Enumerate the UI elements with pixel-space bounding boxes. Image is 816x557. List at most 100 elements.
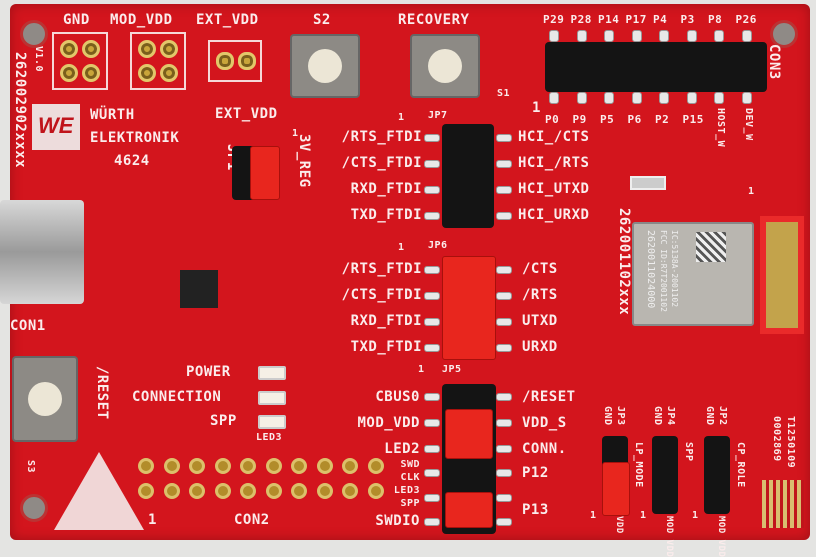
jp7-left-label: /CTS_FTDI	[341, 155, 422, 171]
con3-header[interactable]	[545, 42, 767, 92]
header-pin	[424, 469, 440, 477]
jp6-label: JP6	[428, 240, 448, 251]
header-pin	[496, 445, 512, 453]
esd-warning-icon	[54, 452, 144, 530]
s2-button[interactable]	[290, 34, 360, 98]
spp-led	[258, 415, 286, 429]
usb-c-connector[interactable]	[0, 200, 84, 304]
jp4-header[interactable]	[652, 436, 678, 514]
con3-bottom-label: P6	[627, 113, 642, 126]
mod-vdd-header[interactable]	[130, 32, 186, 90]
jp5-jumper[interactable]	[445, 409, 493, 459]
jp5-left-label: MOD_VDD	[357, 415, 420, 431]
mounting-hole	[20, 20, 48, 48]
con3-bottom-label: P15	[682, 113, 704, 126]
con2-pin	[291, 458, 307, 474]
spp-led-label: SPP	[210, 413, 237, 429]
jp6-right-label: URXD	[522, 339, 558, 355]
pin1-marker: 1	[640, 510, 647, 521]
con2-pin	[163, 458, 180, 474]
jp6-jumpers[interactable]	[442, 256, 496, 360]
jp5-jumper[interactable]	[445, 492, 493, 528]
header-pin	[741, 30, 752, 42]
jp6-right-label: UTXD	[522, 313, 558, 329]
con3-bottom-label: P5	[600, 113, 615, 126]
jp5-right-label: CONN.	[522, 441, 567, 457]
header-pin	[604, 30, 614, 42]
jp5-label: JP5	[442, 364, 462, 375]
connection-led	[258, 391, 286, 405]
s2-label: S2	[313, 12, 331, 28]
header-pin	[496, 266, 512, 274]
con3-top-label: P17	[625, 13, 647, 26]
header-pin	[496, 419, 512, 427]
led3-label: LED3	[256, 432, 283, 443]
header-pin	[424, 292, 440, 300]
jp6-left-label: /CTS_FTDI	[341, 287, 422, 303]
serial-line1: T1250109	[785, 416, 796, 469]
recovery-label: RECOVERY	[398, 12, 470, 28]
con2-pin	[138, 483, 154, 499]
header-pin	[424, 318, 440, 326]
jp3-jumper[interactable]	[602, 462, 630, 516]
header-pin	[549, 92, 559, 104]
jp4-vdd-label: MOD VDD	[664, 516, 674, 557]
con3-bottom-label: P0	[545, 113, 560, 126]
jp1-title: EXT_VDD	[215, 106, 278, 122]
recovery-button[interactable]	[410, 34, 480, 98]
con2-label: CON2	[234, 512, 270, 528]
con3-label: CON3	[766, 44, 782, 80]
header-pin	[424, 134, 440, 142]
header-pin	[686, 92, 697, 104]
s3-label: S3	[25, 460, 36, 474]
header-pin	[496, 160, 512, 168]
con2-pin	[214, 458, 231, 474]
header-pin	[496, 494, 512, 502]
con3-bottom-label: P9	[572, 113, 587, 126]
jp5-right-label: P12	[522, 465, 549, 481]
con2-pin	[138, 458, 154, 474]
header-pin	[424, 494, 440, 502]
con3-bottom-label: DEV_W	[742, 108, 754, 141]
brand-code: 4624	[114, 153, 150, 169]
reset-button[interactable]	[12, 356, 78, 442]
con2-pin	[189, 458, 205, 474]
jp7-right-label: HCI_UTXD	[518, 181, 590, 197]
pin1-marker: 1	[148, 512, 157, 528]
serial-line2: 0002869	[771, 416, 782, 462]
header-pin	[424, 186, 440, 194]
jp1-side-label: 3V_REG	[296, 134, 312, 188]
jp4-side-label: SPP	[683, 442, 694, 462]
header-pin	[424, 419, 440, 427]
con2-pin	[316, 483, 333, 499]
mounting-hole	[770, 20, 798, 48]
con2-pin	[189, 483, 205, 499]
con2-pin	[342, 483, 358, 499]
pcb-board: GND MOD_VDD EXT_VDD S2 RECOVERY S1 V1.0 …	[0, 4, 810, 557]
power-led	[258, 366, 286, 380]
jp1-jumper[interactable]	[250, 146, 280, 200]
gnd-header[interactable]	[52, 32, 108, 90]
jp6-right-label: /RTS	[522, 287, 558, 303]
mod-vdd-label: MOD_VDD	[110, 12, 173, 28]
header-pin	[424, 344, 440, 352]
ext-vdd-header[interactable]	[208, 40, 262, 82]
header-pin	[631, 92, 642, 104]
version-label: V1.0	[33, 46, 44, 73]
jp7-header[interactable]	[442, 124, 494, 228]
jp7-right-label: HCI_URXD	[518, 207, 590, 223]
reset-label: /RESET	[94, 366, 110, 420]
jp7-label: JP7	[428, 110, 448, 121]
con3-top-label: P29	[543, 13, 565, 26]
bluetooth-module: 2620011024000 FCC ID:R7T2001102 IC:5138A…	[632, 222, 754, 326]
pin1-marker: 1	[398, 242, 405, 253]
we-logo: WE	[32, 104, 80, 150]
header-pin	[424, 266, 440, 274]
pin1-marker: 1	[398, 112, 405, 123]
con1-label: CON1	[10, 318, 46, 334]
jp2-header[interactable]	[704, 436, 730, 514]
jp7-left-label: RXD_FTDI	[350, 181, 422, 197]
header-pin	[659, 30, 669, 42]
jp3-vdd-label: VDD	[614, 516, 624, 534]
header-pin	[604, 92, 614, 104]
